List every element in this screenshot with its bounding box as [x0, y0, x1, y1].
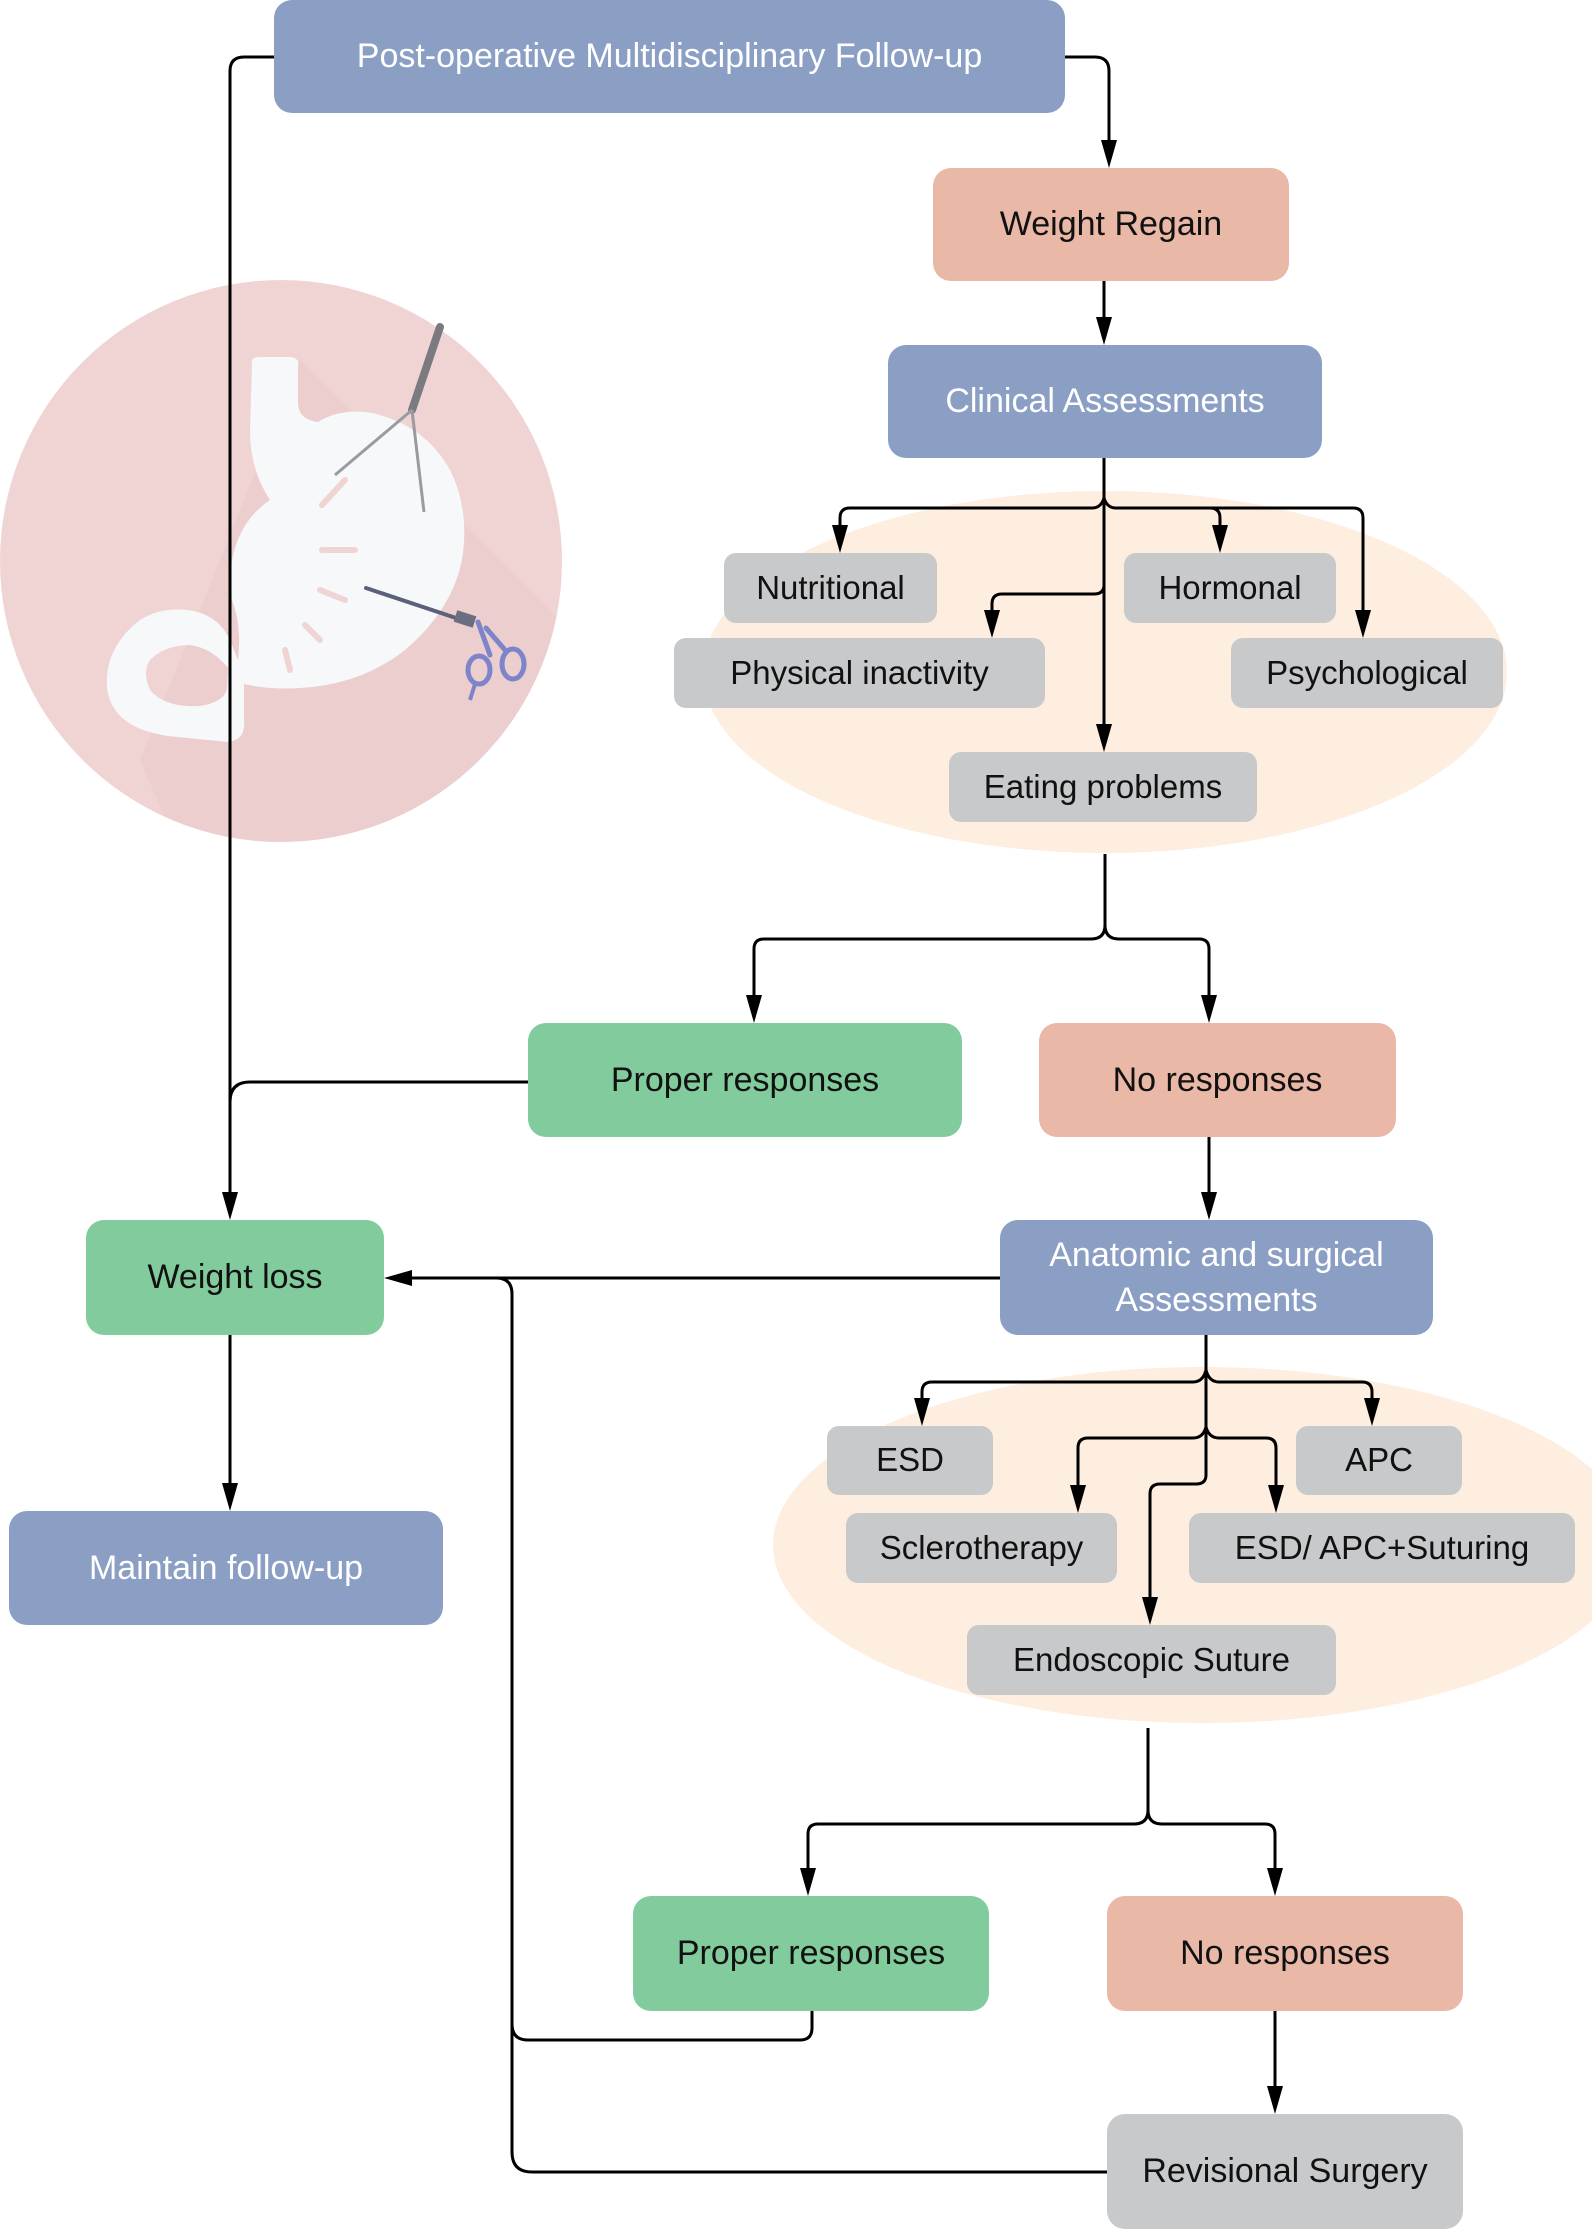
- connector-anatomic-to-sclero: [1076, 1426, 1208, 1501]
- node-eating-problems: Eating problems: [949, 752, 1257, 822]
- connector-anatomic-to-esdapc: [1204, 1426, 1278, 1501]
- arrowhead: [746, 995, 762, 1023]
- arrowhead: [1267, 1868, 1283, 1896]
- node-apc-label: APC: [1345, 1441, 1413, 1479]
- grasper-icon: [334, 323, 444, 513]
- node-physical-inactivity-label: Physical inactivity: [730, 653, 989, 691]
- connector-clinical-to-noresponses: [1103, 924, 1211, 1011]
- node-hormonal: Hormonal: [1124, 553, 1336, 623]
- node-sclerotherapy: Sclerotherapy: [846, 1513, 1117, 1583]
- node-weight-loss-label: Weight loss: [147, 1258, 323, 1297]
- node-nutritional: Nutritional: [724, 553, 937, 623]
- arrowhead: [1268, 1485, 1284, 1513]
- node-sclerotherapy-label: Sclerotherapy: [879, 1528, 1084, 1566]
- node-esd-label: ESD: [876, 1441, 944, 1479]
- node-revisional-surgery-label: Revisional Surgery: [1142, 2152, 1428, 2191]
- connector-endo-to-noresponses: [1146, 1809, 1277, 1884]
- node-psychological: Psychological: [1231, 638, 1503, 708]
- stomach-icon: [106, 357, 465, 742]
- arrowhead: [1070, 1485, 1086, 1513]
- connector-followup-to-weightloss: [228, 55, 274, 1208]
- connector-followup-to-weightregain: [1065, 55, 1111, 156]
- node-physical-inactivity: Physical inactivity: [674, 638, 1045, 708]
- node-no-responses-1: No responses: [1039, 1023, 1396, 1137]
- arrowhead: [1212, 525, 1228, 553]
- node-no-responses-1-label: No responses: [1112, 1060, 1323, 1099]
- connector-proper2-to-return: [510, 2011, 814, 2042]
- node-eating-problems-label: Eating problems: [983, 767, 1223, 805]
- arrowhead: [1364, 1398, 1380, 1426]
- node-anatomic-surgical-assessments: Anatomic and surgical Assessments: [1000, 1220, 1433, 1335]
- scissors-icon: [364, 586, 527, 701]
- node-proper-responses-1-label: Proper responses: [610, 1060, 880, 1099]
- node-clinical-assessments-label: Clinical Assessments: [945, 382, 1265, 421]
- node-proper-responses-2: Proper responses: [633, 1896, 989, 2011]
- arrowhead: [832, 525, 848, 553]
- connector-anatomic-to-esd: [920, 1369, 1208, 1414]
- arrowhead: [1355, 610, 1371, 638]
- arrowhead: [914, 1398, 930, 1426]
- arrowhead: [1267, 2086, 1283, 2114]
- node-weight-regain: Weight Regain: [933, 168, 1289, 281]
- arrowhead: [1096, 317, 1112, 345]
- connector-return-trunk: [495, 1276, 1107, 2174]
- arrowhead: [1142, 1597, 1158, 1625]
- node-maintain-follow-up: Maintain follow-up: [9, 1511, 443, 1625]
- connector-clinical-to-responses: [752, 854, 1107, 1011]
- node-hormonal-label: Hormonal: [1158, 568, 1302, 606]
- node-nutritional-label: Nutritional: [756, 568, 905, 606]
- arrowhead: [222, 1483, 238, 1511]
- node-endoscopic-suture-label: Endoscopic Suture: [1012, 1640, 1290, 1678]
- node-no-responses-2: No responses: [1107, 1896, 1463, 2011]
- arrowhead: [1201, 1192, 1217, 1220]
- node-followup-label: Post-operative Multidisciplinary Follow-…: [356, 37, 983, 76]
- node-anatomic-label-line1: Anatomic and surgical: [1049, 1236, 1384, 1275]
- node-clinical-assessments: Clinical Assessments: [888, 345, 1322, 458]
- connector-anatomic-to-apc: [1204, 1369, 1374, 1414]
- arrowhead: [800, 1868, 816, 1896]
- node-proper-responses-2-label: Proper responses: [676, 1934, 946, 1973]
- arrowheads: [222, 140, 1380, 2114]
- node-psychological-label: Psychological: [1266, 653, 1468, 691]
- node-weight-regain-label: Weight Regain: [999, 205, 1223, 244]
- node-weight-loss: Weight loss: [86, 1220, 384, 1335]
- node-esd-apc-suturing-label: ESD/ APC+Suturing: [1234, 1528, 1530, 1566]
- node-esd: ESD: [827, 1426, 993, 1495]
- node-anatomic-label-line2: Assessments: [1115, 1280, 1318, 1319]
- connectors: [228, 55, 1374, 2174]
- connector-anatomic-to-endosuture: [1148, 1427, 1208, 1613]
- arrowhead: [1101, 140, 1117, 168]
- arrowhead: [384, 1270, 412, 1286]
- node-no-responses-2-label: No responses: [1180, 1934, 1390, 1973]
- arrowhead: [984, 610, 1000, 638]
- node-maintain-follow-up-label: Maintain follow-up: [88, 1548, 364, 1587]
- node-followup: Post-operative Multidisciplinary Follow-…: [274, 0, 1065, 113]
- node-esd-apc-suturing: ESD/ APC+Suturing: [1189, 1513, 1575, 1583]
- stomach-illustration: [0, 280, 562, 842]
- node-revisional-surgery: Revisional Surgery: [1107, 2114, 1463, 2229]
- stomach-staple-rays: [282, 477, 358, 673]
- node-apc: APC: [1296, 1426, 1462, 1495]
- connector-clinical-to-nutritional: [838, 497, 1106, 540]
- node-endoscopic-suture: Endoscopic Suture: [967, 1625, 1336, 1695]
- connector-endo-to-responses: [806, 1728, 1150, 1884]
- arrowhead: [222, 1192, 238, 1220]
- connector-proper1-to-weightloss: [228, 1080, 528, 1103]
- connector-clinical-to-physical: [990, 584, 1106, 625]
- node-proper-responses-1: Proper responses: [528, 1023, 962, 1137]
- connector-clinical-to-psychological: [1116, 506, 1365, 625]
- arrowhead: [1201, 995, 1217, 1023]
- arrowhead: [1096, 724, 1112, 752]
